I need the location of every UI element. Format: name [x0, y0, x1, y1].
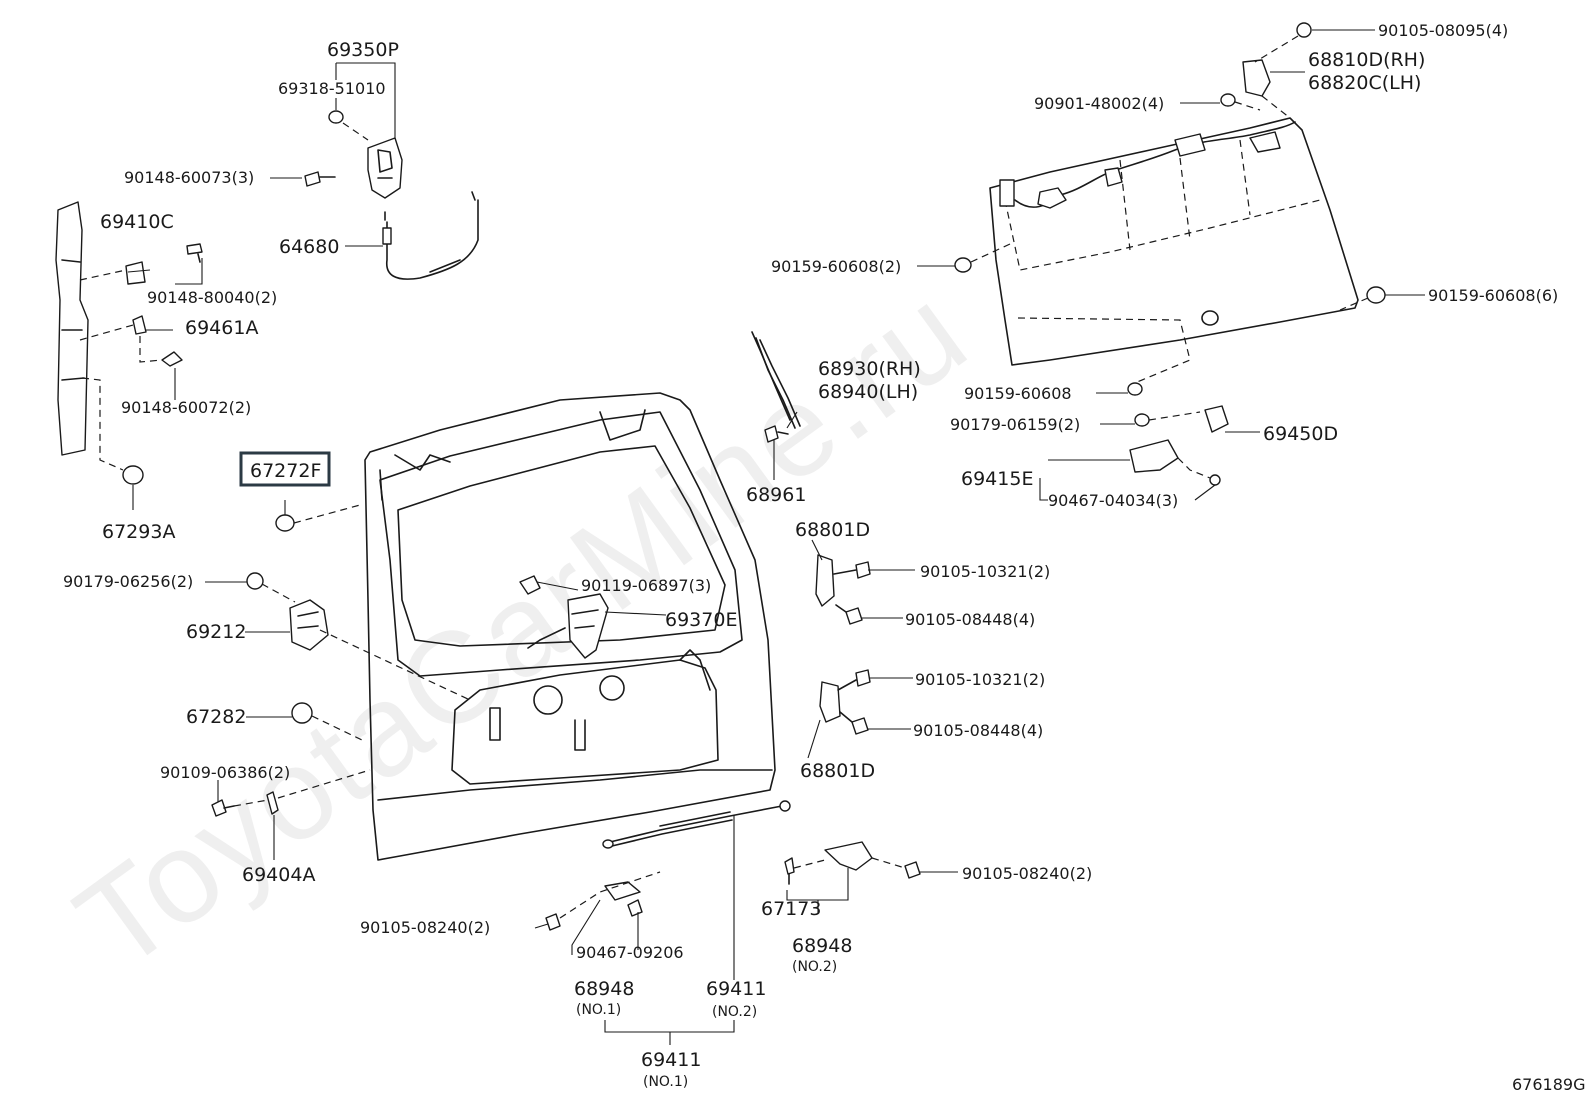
label-90109-06386[interactable]: 90109-06386(2)	[160, 763, 290, 782]
label-90105-08095[interactable]: 90105-08095(4)	[1378, 21, 1508, 40]
bracket-68948-no2-part	[784, 841, 921, 885]
label-69404A[interactable]: 69404A	[242, 864, 315, 886]
label-64680[interactable]: 64680	[279, 236, 339, 258]
damper-stay-lower-part	[602, 800, 791, 849]
label-69461A[interactable]: 69461A	[185, 317, 258, 339]
label-90148-80040[interactable]: 90148-80040(2)	[147, 288, 277, 307]
label-90467-09206[interactable]: 90467-09206	[576, 943, 684, 962]
latch-69212-part	[246, 572, 471, 701]
label-67293A[interactable]: 67293A	[102, 521, 175, 543]
label-69350P[interactable]: 69350P	[327, 39, 399, 61]
label-90105-10321-b[interactable]: 90105-10321(2)	[915, 670, 1045, 689]
label-69415E[interactable]: 69415E	[961, 468, 1033, 490]
label-68810D-rh[interactable]: 68810D(RH)	[1308, 49, 1425, 71]
label-90901-48002[interactable]: 90901-48002(4)	[1034, 94, 1164, 113]
handle-69370e-part	[519, 575, 609, 659]
label-68948-no1[interactable]: 68948	[574, 978, 634, 1000]
label-68801D-upper[interactable]: 68801D	[795, 519, 870, 541]
label-69411-no2[interactable]: 69411	[706, 978, 766, 1000]
stopper-67272f-part	[275, 504, 361, 532]
label-90148-60073[interactable]: 90148-60073(3)	[124, 168, 254, 187]
glass-nuts-part	[954, 243, 1386, 427]
bracket-68948-no1-part	[545, 871, 661, 931]
label-no1-a: (NO.1)	[576, 1002, 621, 1018]
glass-lock-part	[1129, 405, 1229, 486]
label-68940-lh[interactable]: 68940(LH)	[818, 381, 918, 403]
glass-hinge-part	[1220, 22, 1312, 119]
opener-cable-part	[382, 191, 479, 280]
label-90119-06897[interactable]: 90119-06897(3)	[581, 576, 711, 595]
label-68948-no2[interactable]: 68948	[792, 935, 852, 957]
label-no1-b: (NO.1)	[643, 1074, 688, 1090]
label-69370E[interactable]: 69370E	[665, 609, 737, 631]
label-90105-08448-b[interactable]: 90105-08448(4)	[913, 721, 1043, 740]
back-glass-panel	[989, 117, 1359, 386]
label-67272F[interactable]: 67272F	[250, 460, 321, 482]
label-68930-rh[interactable]: 68930(RH)	[818, 358, 921, 380]
highlight-box	[239, 451, 331, 487]
label-68961[interactable]: 68961	[746, 484, 806, 506]
label-90159-60608-6[interactable]: 90159-60608(6)	[1428, 286, 1558, 305]
back-door-panel	[364, 392, 776, 861]
bolt-69404a-part	[211, 769, 371, 817]
label-90159-60608[interactable]: 90159-60608	[964, 384, 1072, 403]
hinge-lower-part	[819, 669, 871, 735]
label-90105-10321-a[interactable]: 90105-10321(2)	[920, 562, 1050, 581]
label-67173[interactable]: 67173	[761, 898, 821, 920]
label-68801D-lower[interactable]: 68801D	[800, 760, 875, 782]
label-69411-no1[interactable]: 69411	[641, 1049, 701, 1071]
pillar-garnish-part	[55, 201, 203, 485]
label-69410C[interactable]: 69410C	[100, 211, 174, 233]
label-69450D[interactable]: 69450D	[1263, 423, 1338, 445]
label-90179-06256[interactable]: 90179-06256(2)	[63, 572, 193, 591]
label-68820C-lh[interactable]: 68820C(LH)	[1308, 72, 1421, 94]
label-69212[interactable]: 69212	[186, 621, 246, 643]
label-no2-a: (NO.2)	[712, 1004, 757, 1020]
label-no2-b: (NO.2)	[792, 959, 837, 975]
label-67282[interactable]: 67282	[186, 706, 246, 728]
label-90467-04034[interactable]: 90467-04034(3)	[1048, 491, 1178, 510]
damper-stay-upper-part	[751, 331, 801, 443]
leader-lines	[127, 29, 1425, 1045]
label-90179-06159[interactable]: 90179-06159(2)	[950, 415, 1080, 434]
label-90159-60608-2[interactable]: 90159-60608(2)	[771, 257, 901, 276]
cushion-67282-part	[291, 702, 363, 741]
back-door-lock-part	[304, 110, 403, 199]
label-69318-51010[interactable]: 69318-51010	[278, 79, 386, 98]
label-90105-08240-left[interactable]: 90105-08240(2)	[360, 918, 490, 937]
part-labels: 69350P 69318-51010 90148-60073(3) 64680 …	[63, 21, 1585, 1094]
hinge-upper-part	[815, 554, 871, 625]
label-90105-08448-a[interactable]: 90105-08448(4)	[905, 610, 1035, 629]
label-90148-60072[interactable]: 90148-60072(2)	[121, 398, 251, 417]
label-90105-08240-right[interactable]: 90105-08240(2)	[962, 864, 1092, 883]
diagram-code: 676189G	[1512, 1075, 1585, 1094]
